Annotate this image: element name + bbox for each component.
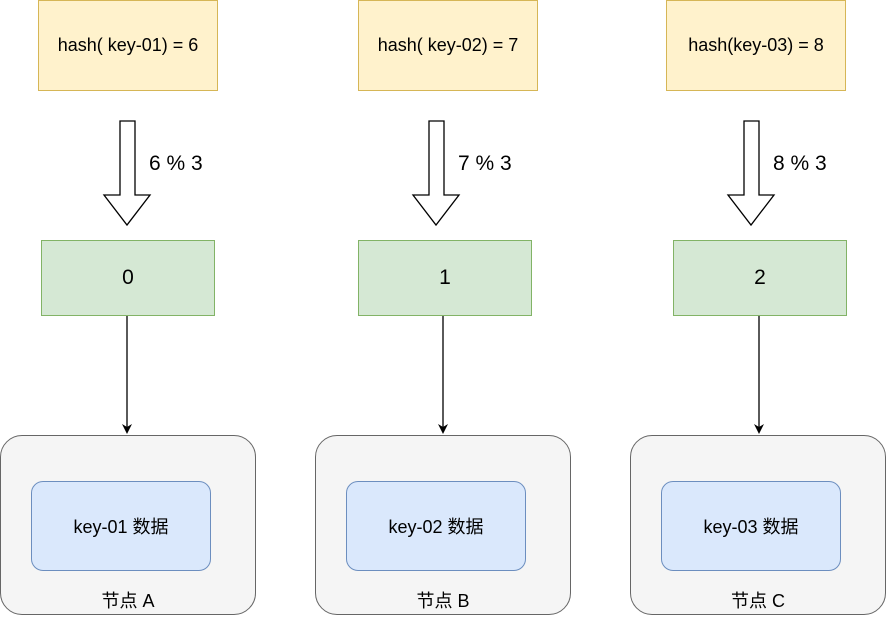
node-a: key-01 数据 节点 A: [0, 435, 256, 615]
mod-label-3: 8 % 3: [773, 152, 827, 175]
hash-box-3: hash(key-03) = 8: [666, 0, 846, 91]
data-label-3: key-03 数据: [703, 517, 799, 537]
node-label-3: 节点 C: [731, 591, 785, 611]
index-label-2: 1: [439, 266, 451, 289]
hash-box-1: hash( key-01) = 6: [38, 0, 218, 91]
index-label-3: 2: [754, 266, 766, 289]
data-box-2: key-02 数据: [346, 481, 526, 571]
mod-label-1: 6 % 3: [149, 152, 203, 175]
data-box-1: key-01 数据: [31, 481, 211, 571]
hash-label-3: hash(key-03) = 8: [688, 35, 824, 55]
data-box-3: key-03 数据: [661, 481, 841, 571]
hash-label-2: hash( key-02) = 7: [377, 35, 519, 55]
hash-box-2: hash( key-02) = 7: [358, 0, 538, 91]
data-label-2: key-02 数据: [388, 517, 484, 537]
index-box-3: 2: [673, 240, 847, 316]
down-arrow-3: [726, 120, 776, 227]
index-box-2: 1: [358, 240, 532, 316]
index-label-1: 0: [122, 266, 134, 289]
down-arrow-2: [411, 120, 461, 227]
mod-label-2: 7 % 3: [458, 152, 512, 175]
hash-label-1: hash( key-01) = 6: [57, 35, 199, 55]
node-label-2: 节点 B: [416, 591, 470, 611]
index-box-1: 0: [41, 240, 215, 316]
node-c: key-03 数据 节点 C: [630, 435, 886, 615]
data-label-1: key-01 数据: [73, 517, 169, 537]
down-arrow-1: [102, 120, 152, 227]
node-label-1: 节点 A: [101, 591, 155, 611]
node-b: key-02 数据 节点 B: [315, 435, 571, 615]
